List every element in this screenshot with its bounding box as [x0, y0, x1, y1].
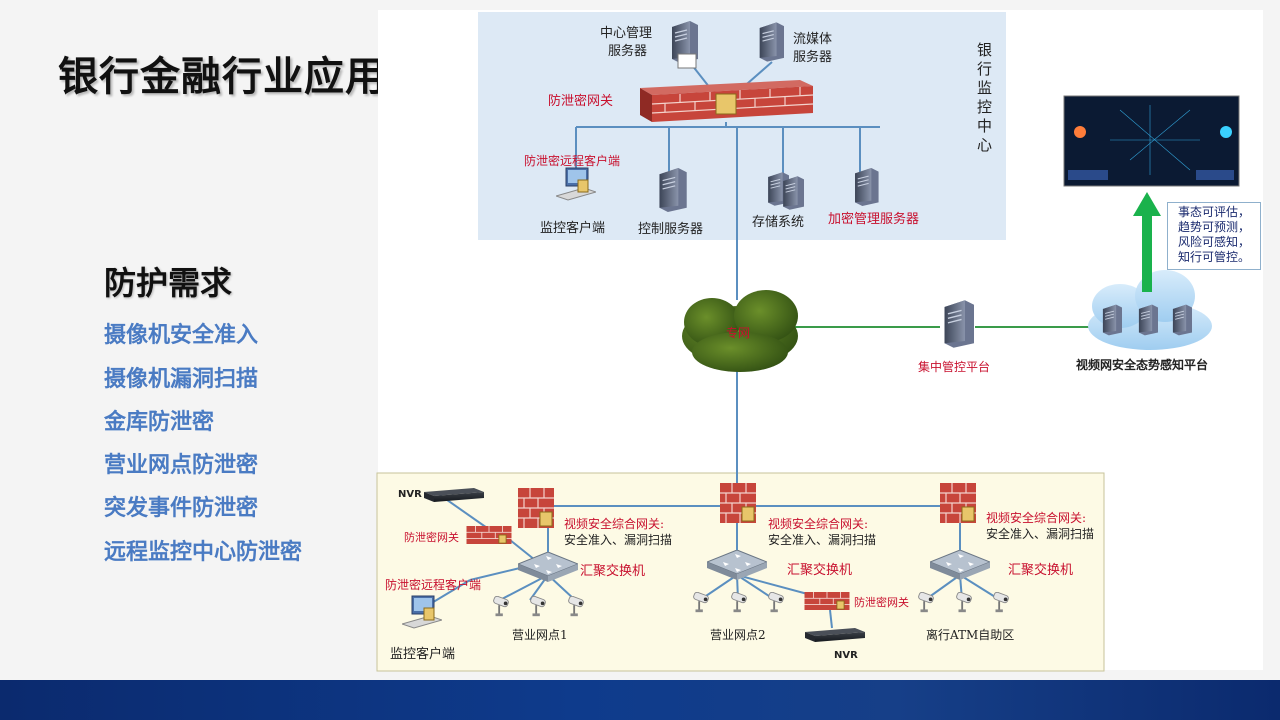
branch-remote-client-label: 防泄密远程客户端 [385, 578, 482, 592]
video-gateway-title: 视频安全综合网关: [564, 517, 665, 531]
media-server-label-1: 流媒体 [793, 32, 833, 47]
video-gateway-title: 视频安全综合网关: [986, 511, 1087, 525]
leak-gateway-firewall [640, 80, 814, 122]
mgmt-server-label-2: 服务器 [608, 44, 648, 59]
leak-gateway-icon [804, 592, 850, 610]
requirement-item: 远程监控中心防泄密 [104, 540, 303, 565]
video-gateway-icon [518, 488, 554, 528]
remote-client-label: 防泄密远程客户端 [524, 154, 621, 168]
branch-leak-gateway-label: 防泄密网关 [854, 596, 909, 609]
site-label: 离行ATM自助区 [926, 628, 1015, 642]
branch-leak-gateway-label: 防泄密网关 [404, 531, 459, 544]
leak-gateway-label: 防泄密网关 [548, 94, 614, 109]
video-gateway-title: 视频安全综合网关: [768, 517, 869, 531]
requirement-item: 营业网点防泄密 [104, 453, 259, 478]
private-network-label: 专网 [726, 326, 751, 340]
media-server-icon [759, 22, 784, 62]
up-arrow-icon [1133, 192, 1161, 292]
awareness-platform-label: 视频网安全态势感知平台 [1076, 358, 1209, 372]
control-server-label: 控制服务器 [638, 222, 704, 237]
encrypt-server-icon [854, 168, 880, 206]
footer-bar [0, 680, 1280, 720]
video-gateway-desc: 安全准入、漏洞扫描 [768, 533, 877, 547]
requirement-item: 摄像机漏洞扫描 [104, 367, 259, 392]
callout-line: 风险可感知， [1178, 235, 1251, 249]
nvr-label: NVR [834, 650, 858, 661]
site-label: 营业网点2 [710, 628, 766, 642]
storage-icon [767, 172, 804, 210]
monitoring-center-label: 银行监控中心 [975, 42, 993, 156]
leak-gateway-icon [466, 526, 512, 544]
capability-callout: 事态可评估， 趋势可预测， 风险可感知， 知行可管控。 [1167, 202, 1261, 270]
callout-line: 事态可评估， [1178, 205, 1251, 219]
video-gateway-icon [940, 483, 976, 523]
switch-label: 汇聚交换机 [1008, 563, 1074, 578]
storage-label: 存储系统 [752, 215, 805, 230]
control-server-icon [658, 168, 687, 212]
site-label: 营业网点1 [512, 628, 568, 642]
requirement-item: 突发事件防泄密 [104, 496, 259, 521]
branch-monitor-client-label: 监控客户端 [390, 647, 456, 662]
central-platform-label: 集中管控平台 [918, 360, 991, 374]
private-network-cloud-icon [682, 290, 798, 372]
requirement-item: 摄像机安全准入 [104, 323, 259, 348]
protection-heading: 防护需求 [104, 264, 233, 302]
requirement-item: 金库防泄密 [104, 410, 215, 435]
central-platform-server-icon [943, 300, 974, 348]
monitor-icon [677, 53, 697, 69]
callout-line: 趋势可预测， [1178, 220, 1251, 234]
monitor-client-label: 监控客户端 [540, 221, 606, 236]
dashboard-screen-icon [1063, 95, 1240, 187]
switch-label: 汇聚交换机 [580, 564, 646, 579]
encrypt-server-label: 加密管理服务器 [828, 212, 920, 227]
video-gateway-icon [720, 483, 756, 523]
callout-line: 知行可管控。 [1178, 250, 1251, 264]
media-server-label-2: 服务器 [793, 50, 833, 65]
video-gateway-desc: 安全准入、漏洞扫描 [986, 527, 1095, 541]
video-gateway-desc: 安全准入、漏洞扫描 [564, 533, 673, 547]
switch-label: 汇聚交换机 [787, 563, 853, 578]
mgmt-server-label-1: 中心管理 [600, 26, 653, 41]
nvr-label: NVR [398, 489, 422, 500]
